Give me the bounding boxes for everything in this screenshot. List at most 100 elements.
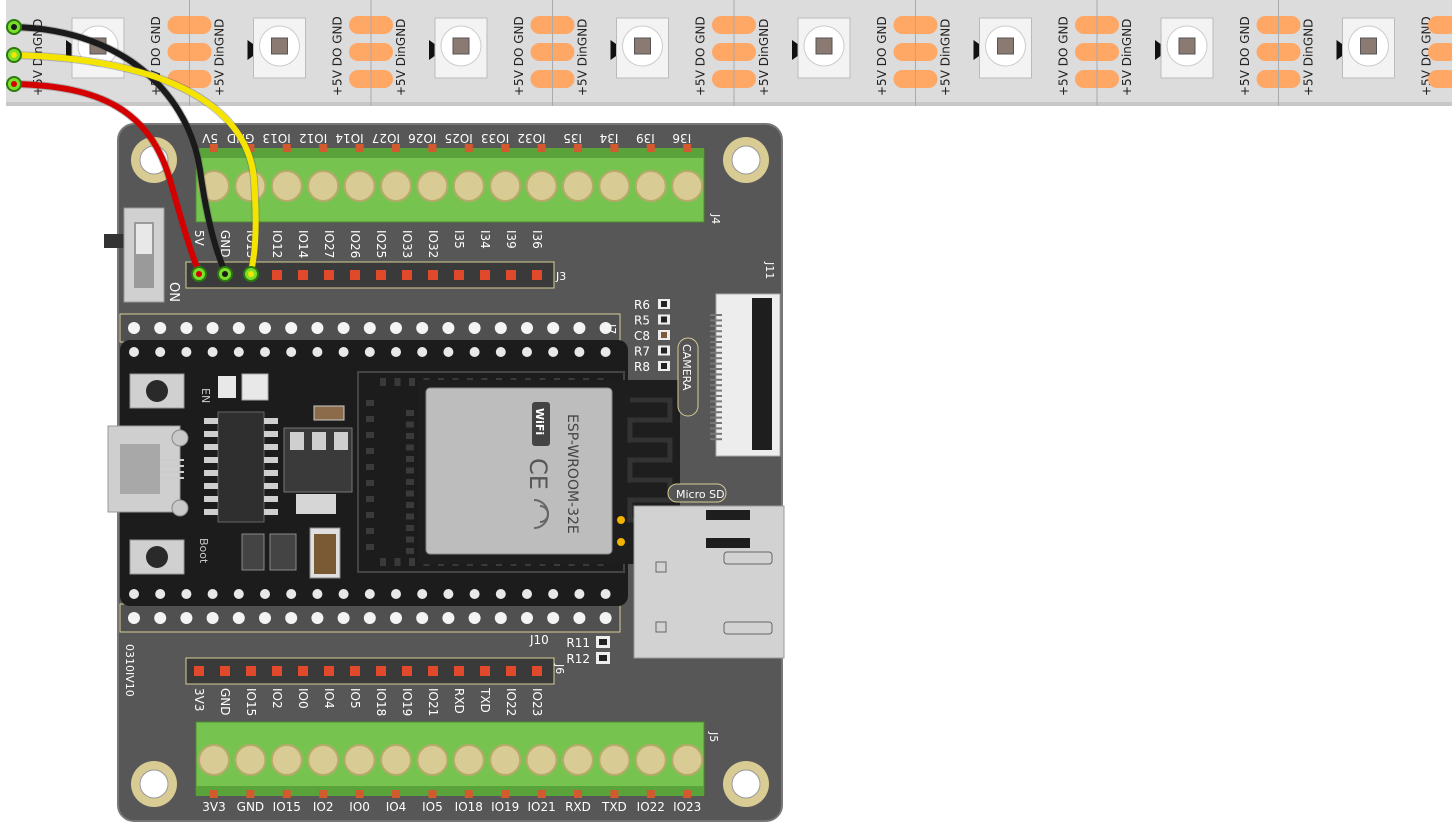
devboard-pin bbox=[391, 347, 401, 357]
j3-label: IO26 bbox=[348, 230, 362, 258]
header-pin bbox=[272, 666, 282, 676]
devboard-pin bbox=[391, 589, 401, 599]
terminal-tab bbox=[646, 144, 655, 152]
j6-label: IO19 bbox=[400, 688, 414, 716]
fpc-pin bbox=[710, 405, 722, 408]
sd-label: Micro SD bbox=[676, 488, 725, 501]
terminal-tab bbox=[319, 790, 328, 798]
module-pad bbox=[406, 410, 414, 416]
header-pin bbox=[272, 270, 282, 280]
devboard-pin bbox=[495, 347, 506, 357]
wires bbox=[6, 19, 260, 282]
header-pin bbox=[324, 270, 334, 280]
terminal-tab bbox=[210, 144, 218, 152]
terminal-screw bbox=[452, 170, 485, 202]
header-hole bbox=[390, 322, 402, 334]
terminal-tab bbox=[428, 790, 437, 798]
module-pad bbox=[406, 467, 414, 474]
fpc-pin bbox=[710, 368, 722, 370]
devboard-pin bbox=[129, 589, 139, 599]
boot-button[interactable] bbox=[129, 539, 185, 575]
fpc-pin bbox=[710, 341, 722, 343]
terminal-tab bbox=[210, 790, 218, 798]
header-hole bbox=[363, 322, 376, 334]
j6-label: IO18 bbox=[374, 688, 388, 716]
header-hole bbox=[180, 322, 193, 334]
header-pin bbox=[480, 270, 490, 280]
header-pin bbox=[298, 270, 308, 280]
power-switch[interactable]: ON bbox=[104, 207, 181, 303]
devboard-pin bbox=[495, 589, 506, 599]
wifi-label: WiFi bbox=[533, 408, 546, 435]
j6-label: IO22 bbox=[504, 688, 518, 716]
devboard-pin bbox=[364, 347, 375, 357]
module-pad bbox=[406, 548, 414, 554]
chip-leg bbox=[264, 431, 278, 437]
fpc-pin bbox=[710, 314, 722, 316]
j3-label: IO12 bbox=[270, 230, 284, 258]
module-pad bbox=[406, 536, 414, 543]
module-pad bbox=[406, 490, 414, 497]
j3-label: I36 bbox=[530, 230, 544, 249]
terminal-tab bbox=[392, 144, 400, 152]
j11-id: J11 bbox=[763, 261, 776, 279]
smd-label: R6 bbox=[634, 298, 650, 312]
terminal-screw bbox=[234, 744, 267, 776]
j4-label: IO33 bbox=[481, 131, 509, 145]
strip-label-din: +5V DinGND bbox=[213, 19, 227, 96]
header-pin bbox=[402, 270, 412, 280]
j6-label: IO15 bbox=[244, 688, 258, 716]
terminal-tab bbox=[683, 144, 692, 152]
smd-part-body bbox=[661, 316, 667, 323]
terminal-screw bbox=[671, 744, 704, 776]
terminal-tab bbox=[246, 790, 255, 798]
module-pad bbox=[406, 513, 414, 520]
en-button[interactable] bbox=[129, 373, 185, 409]
j5-id: J5 bbox=[707, 731, 720, 742]
terminal-screw bbox=[380, 170, 412, 202]
j4-label: IO26 bbox=[408, 131, 436, 145]
header-pin bbox=[220, 666, 230, 676]
module-pad bbox=[380, 558, 386, 566]
module-pad bbox=[406, 433, 414, 439]
led-die bbox=[271, 37, 288, 55]
smd-label: R7 bbox=[634, 345, 650, 359]
micro-sd-slot: Micro SD bbox=[633, 483, 785, 659]
smd-part-body bbox=[599, 655, 607, 661]
j4-id: J4 bbox=[709, 213, 722, 224]
j10-id: J10 bbox=[529, 633, 549, 647]
chip-leg bbox=[264, 483, 278, 489]
terminal-screw bbox=[307, 744, 340, 776]
strip-label-din: +5V DinGND bbox=[939, 19, 953, 96]
module-pad bbox=[366, 496, 374, 502]
module-pad bbox=[406, 479, 414, 485]
devboard-pin bbox=[600, 347, 611, 357]
led-die bbox=[1360, 37, 1377, 55]
terminal-tab bbox=[574, 144, 582, 152]
wifi-icon bbox=[533, 499, 549, 529]
header-hole bbox=[442, 322, 455, 334]
terminal-tab bbox=[501, 790, 510, 798]
devboard-pin bbox=[286, 347, 297, 357]
j6-label: 3V3 bbox=[192, 688, 206, 711]
terminal-screw bbox=[416, 170, 449, 202]
mounting-holes bbox=[131, 137, 769, 807]
chip-leg bbox=[204, 509, 218, 515]
devboard-pin bbox=[417, 589, 428, 599]
j4-label: I35 bbox=[563, 131, 582, 145]
fpc-pin bbox=[710, 400, 722, 403]
header-hole bbox=[547, 612, 560, 624]
module-pad bbox=[406, 525, 414, 531]
header-pin bbox=[402, 666, 412, 676]
devboard-pin bbox=[522, 347, 532, 357]
strip-label-dout: +5V DO GND bbox=[694, 16, 708, 96]
wire-end-core bbox=[11, 81, 17, 87]
module-pad bbox=[406, 456, 414, 462]
j6-label: IO4 bbox=[322, 688, 336, 709]
header-hole bbox=[311, 322, 324, 334]
module-pad bbox=[366, 448, 374, 454]
chip-leg bbox=[204, 418, 218, 424]
header-hole bbox=[285, 612, 298, 624]
